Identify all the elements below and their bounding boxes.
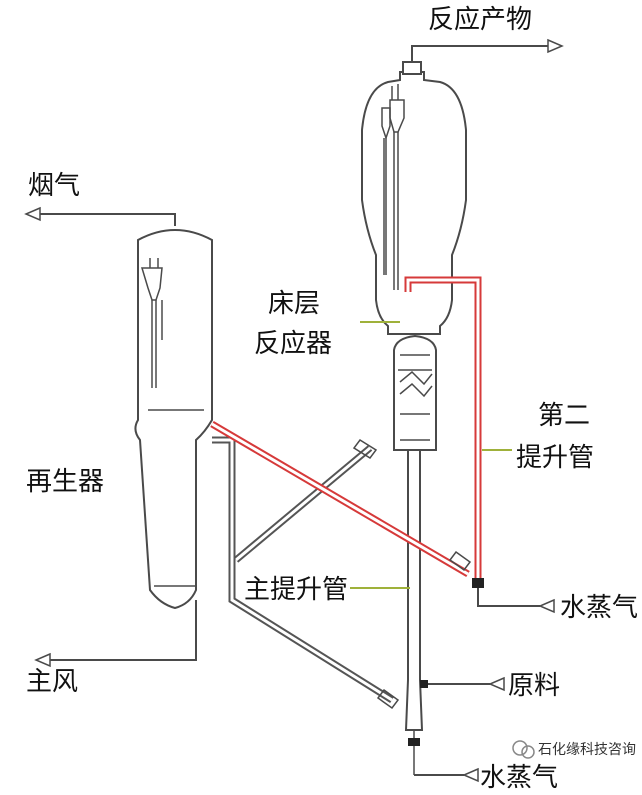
main-air-arrow-icon <box>34 652 51 668</box>
wechat-icon <box>512 740 528 756</box>
flue-gas-arrow-icon <box>24 206 41 222</box>
second-riser-label-line2: 提升管 <box>516 443 594 473</box>
reactor-vessel <box>361 38 564 335</box>
watermark-text: 石化缘科技咨询 <box>538 742 636 758</box>
flue-gas-label: 烟气 <box>28 171 80 201</box>
regenerator-label: 再生器 <box>26 467 104 497</box>
main-air-label: 主风 <box>26 667 78 697</box>
bed-reactor-label-line2: 反应器 <box>254 329 332 359</box>
spent-catalyst-pipe <box>212 436 400 710</box>
feedstock-label: 原料 <box>508 671 560 701</box>
steam-lower-arrow-icon <box>462 767 479 783</box>
outlet-arrow-icon <box>547 38 564 54</box>
main-riser-label: 主提升管 <box>244 575 348 605</box>
watermark: 石化缘科技咨询 <box>512 740 636 759</box>
bed-reactor <box>393 334 437 451</box>
steam-upper-arrow-icon <box>538 598 555 614</box>
reaction-products-label: 反应产物 <box>428 5 532 35</box>
main-riser <box>404 450 505 783</box>
steam-upper-label: 水蒸气 <box>560 593 638 623</box>
second-riser-label-line1: 第二 <box>538 401 590 431</box>
steam-lower-label: 水蒸气 <box>480 763 558 793</box>
bed-reactor-label-line1: 床层 <box>268 289 320 319</box>
second-riser-pipe <box>210 276 555 614</box>
feedstock-arrow-icon <box>488 676 505 692</box>
regenerator-vessel <box>24 206 213 668</box>
